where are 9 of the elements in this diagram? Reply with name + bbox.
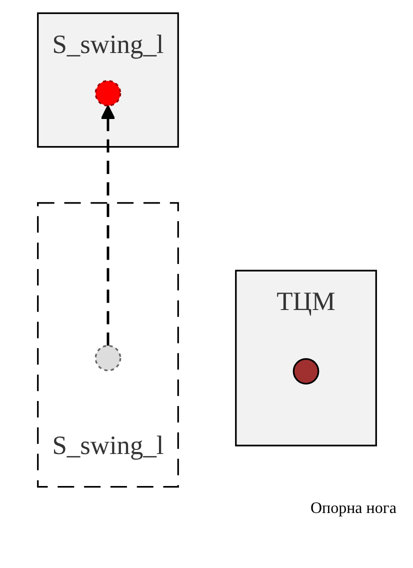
arrow: [100, 104, 115, 346]
diagram: S_swing_l S_swing_l ТЦМ: [6, 0, 406, 500]
node-circle: [292, 358, 319, 384]
cluster: [36, 12, 178, 148]
caption-text: Опорна нога: [310, 500, 396, 518]
node-circle: [94, 80, 121, 106]
cluster: [36, 202, 178, 488]
cluster: [234, 270, 376, 446]
node-circle: [94, 344, 121, 372]
